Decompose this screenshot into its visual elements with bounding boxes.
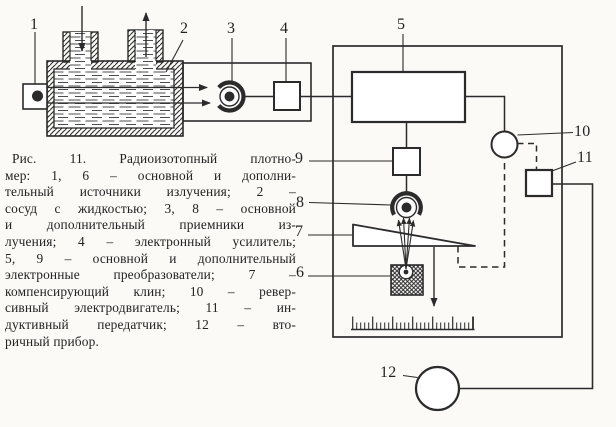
label-2: 2 <box>180 20 189 37</box>
label-7: 7 <box>295 223 304 240</box>
caption-line: 5, 9 – основной и дополнительный <box>5 250 296 266</box>
label-12: 12 <box>380 364 397 381</box>
caption-line: электронные преобразователи; 7 – <box>5 267 296 283</box>
receiver-8-shield-arc <box>390 191 423 216</box>
receiver-8 <box>390 191 423 219</box>
label-10: 10 <box>574 123 591 140</box>
label-6: 6 <box>296 264 305 281</box>
leader-line-10 <box>517 131 574 136</box>
converter-5 <box>350 70 467 124</box>
leader-line-12 <box>402 374 418 379</box>
amplifier-4 <box>273 81 301 111</box>
source-1-dot <box>32 90 43 102</box>
radiation-source-1 <box>22 83 48 110</box>
caption-line: лучения; 4 – электронный усилитель; <box>5 233 296 249</box>
mech-link-motor-to-wedge <box>457 157 506 268</box>
caption-line: дуктивный передатчик; 12 – вто- <box>5 316 296 332</box>
caption-line: и дополнительный приемники из- <box>5 217 296 233</box>
vessel-2 <box>46 6 184 137</box>
caption-line: ричный прибор. <box>5 333 99 349</box>
figure-caption: Рис. 11. Радиоизотопный плотно- мер: 1, … <box>5 151 296 350</box>
label-4: 4 <box>280 20 289 37</box>
label-9: 9 <box>295 150 304 167</box>
secondary-device-12 <box>414 365 461 412</box>
scale-ruler <box>351 316 475 331</box>
motor-10 <box>490 130 519 159</box>
converter-9 <box>392 147 421 176</box>
leader-line-8 <box>308 201 392 206</box>
caption-line: сосуд с жидкостью; 3, 8 – основной <box>5 200 296 216</box>
mech-link-motor-to-transmitter <box>517 142 538 170</box>
signal-line-5-to-10 <box>465 95 506 132</box>
receiver-3 <box>217 80 246 113</box>
radiation-source-6 <box>390 264 424 296</box>
label-3: 3 <box>227 20 236 37</box>
caption-line: тельный источники излучения; 2 – <box>5 184 296 200</box>
label-8: 8 <box>296 194 305 211</box>
leader-line-11 <box>551 161 577 172</box>
instrument-frame <box>332 45 563 338</box>
source-6-rays <box>396 217 416 270</box>
label-11: 11 <box>577 149 594 166</box>
vessel-liquid <box>54 69 174 128</box>
caption-line: сивный электродвигатель; 11 – ин- <box>5 300 296 316</box>
signal-line-11-to-12 <box>459 183 594 390</box>
label-1: 1 <box>30 16 39 33</box>
inlet-pipe-bore <box>70 32 91 77</box>
caption-line: компенсирующий клин; 10 – ревер- <box>5 283 296 299</box>
leader-line-2 <box>165 39 184 73</box>
label-5: 5 <box>397 16 406 33</box>
caption-line: Рис. 11. Радиоизотопный плотно- <box>12 151 296 166</box>
transmitter-11 <box>524 168 554 198</box>
source-6-dot <box>403 269 409 275</box>
wedge-7 <box>352 223 476 247</box>
leader-lines <box>34 32 577 379</box>
caption-line: мер: 1, 6 – основной и дополни- <box>5 167 296 183</box>
detector-enclosure <box>182 62 312 122</box>
